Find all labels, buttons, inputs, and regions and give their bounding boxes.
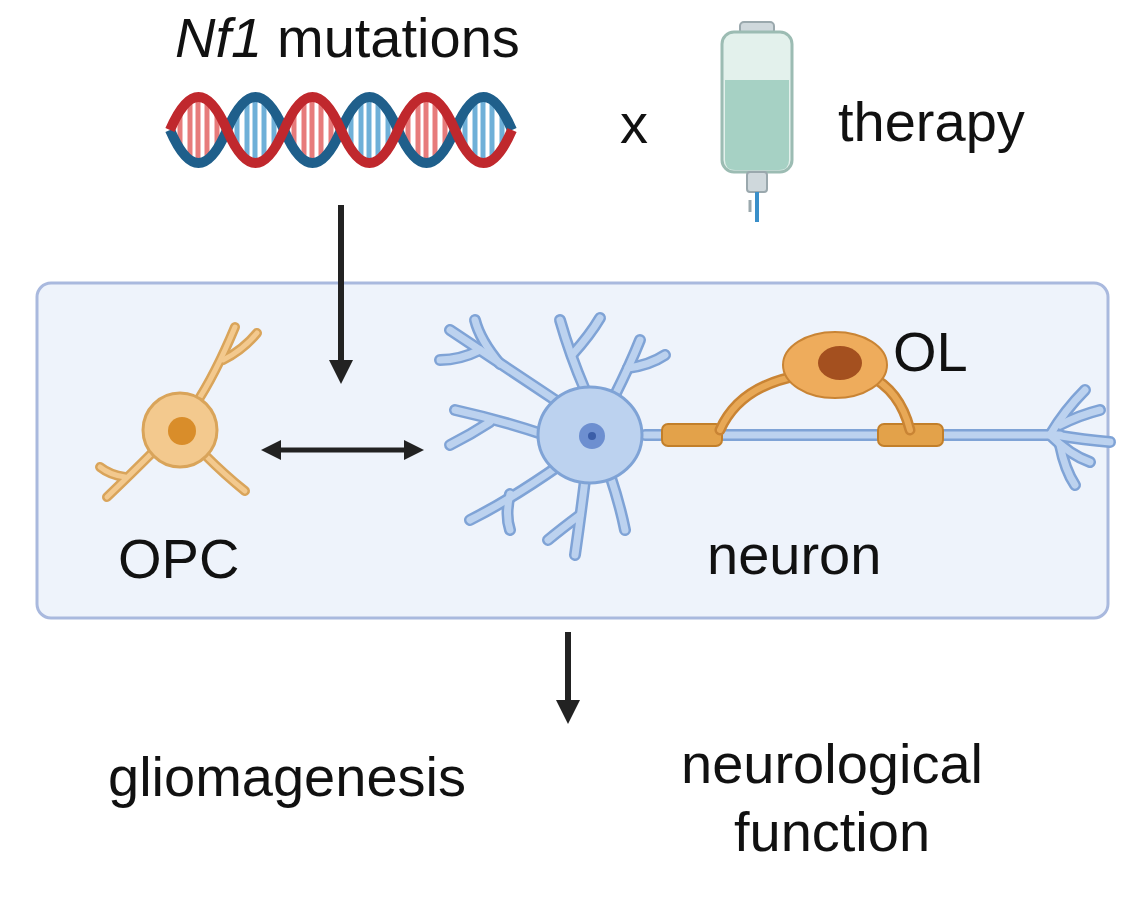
cell-node: OPC	[95, 395, 265, 505]
ol-nucleus	[818, 346, 862, 380]
dna-helix	[170, 97, 512, 163]
title-text: mutations	[277, 6, 520, 70]
dna-strand	[170, 97, 512, 163]
outcome-label: neurological function	[632, 730, 1032, 866]
times-sign: x	[620, 92, 648, 156]
opc-cell	[95, 395, 265, 505]
myelin-segment	[662, 424, 722, 446]
ol-body	[783, 332, 887, 398]
influence-arrow	[338, 205, 344, 372]
cell-label: OL	[893, 320, 968, 384]
gene-name: Nf1	[175, 6, 262, 70]
cell-label: neuron	[707, 523, 881, 587]
cell-node: OL	[780, 330, 890, 405]
cell-label: OPC	[118, 527, 239, 591]
opc-processes	[100, 327, 257, 497]
therapy-label: therapy	[838, 90, 1025, 154]
opc-body	[143, 393, 217, 467]
iv-bag	[722, 22, 792, 222]
neuron-soma	[538, 387, 642, 483]
opc-nucleus	[168, 417, 196, 445]
interaction-arrow	[269, 448, 416, 453]
dna-strand	[170, 97, 512, 163]
neuron-dendrites	[440, 318, 1110, 555]
oligodendrocyte-cell	[780, 330, 890, 405]
outcome-label: gliomagenesis	[108, 745, 466, 809]
neuron-nucleolus	[588, 432, 596, 440]
cell-node: neuron	[420, 390, 1090, 510]
interaction-panel	[37, 283, 1108, 618]
outcome-arrow	[565, 632, 571, 712]
neuron-cell	[420, 390, 1090, 510]
neuron-nucleus	[579, 423, 605, 449]
